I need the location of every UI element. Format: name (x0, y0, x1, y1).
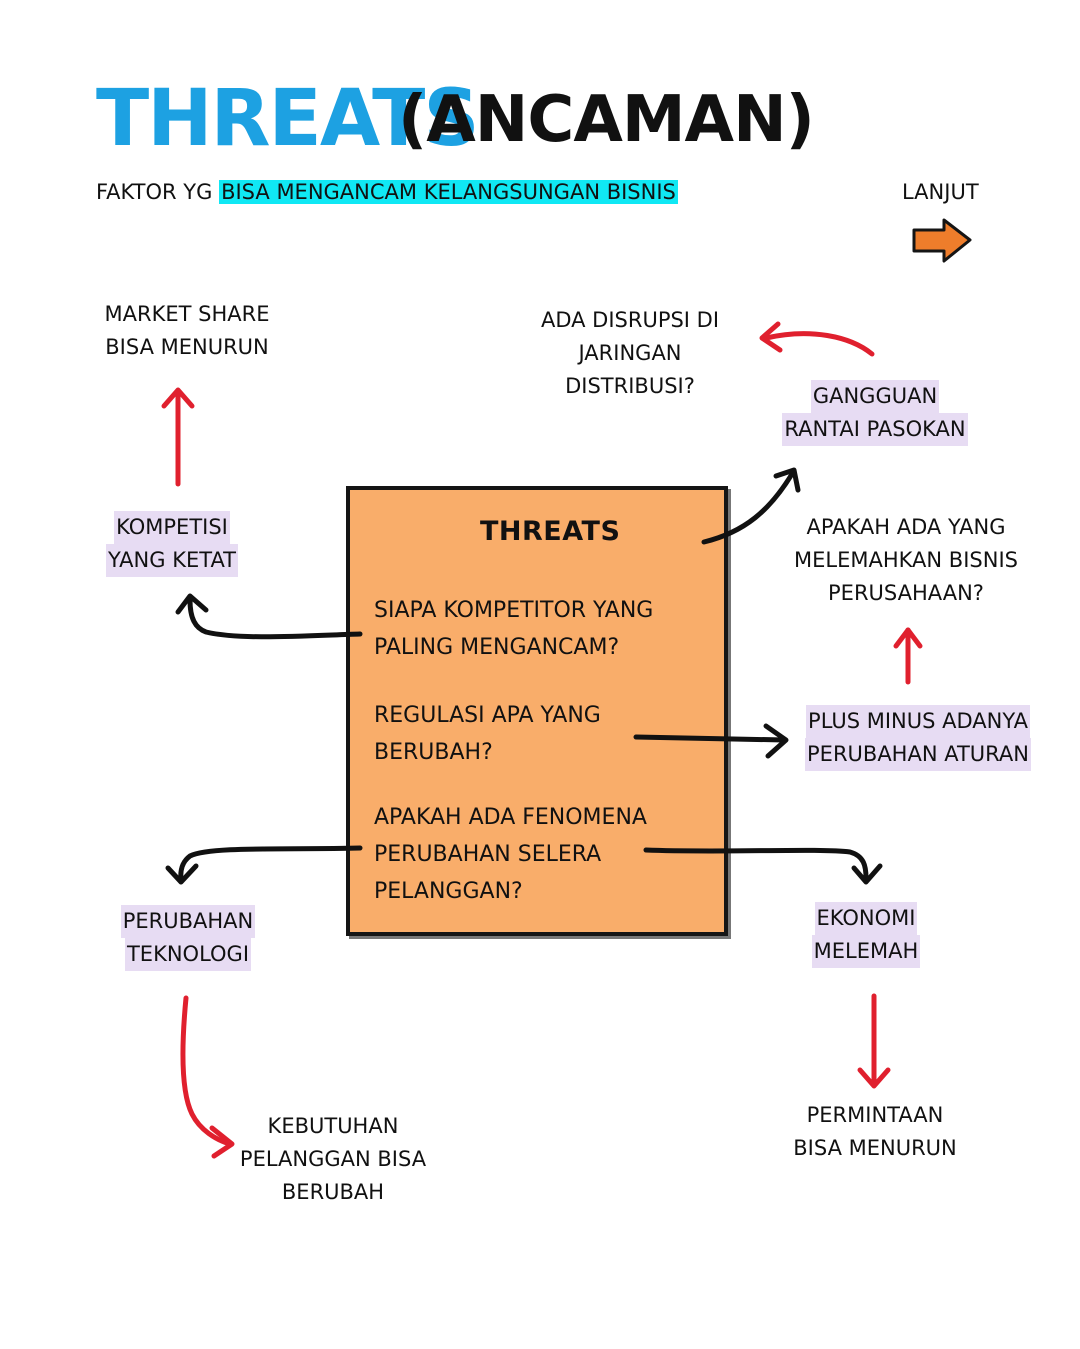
arrow-to-weaken-head (893, 627, 923, 649)
competition-tag-line2: YANG KETAT (105, 544, 239, 577)
page-title: THREATS (96, 74, 480, 164)
arrow-to-technology (178, 845, 363, 883)
red-arrows (161, 321, 923, 1159)
arrow-to-technology-head (165, 863, 199, 885)
competition-tag: KOMPETISI YANG KETAT (96, 511, 248, 577)
subtitle: FAKTOR YG BISA MENGANCAM KELANGSUNGAN BI… (96, 178, 678, 206)
distribution-disruption-label: ADA DISRUPSI DI JARINGAN DISTRIBUSI? (540, 308, 720, 398)
subtitle-prefix: FAKTOR YG (96, 180, 213, 204)
technology-tag-line1: PERUBAHAN (120, 905, 256, 938)
next-label[interactable]: LANJUT (902, 180, 979, 204)
supply-chain-tag: GANGGUAN RANTAI PASOKAN (770, 380, 980, 446)
threats-box-title: THREATS (480, 516, 621, 547)
arrow-to-competition (187, 597, 363, 640)
arrow-to-customer-needs-head (209, 1125, 235, 1159)
question-regulation: REGULASI APA YANG BERUBAH? (374, 703, 601, 765)
arrow-to-supply-chain-head (773, 467, 801, 493)
demand-decline-label: PERMINTAAN BISA MENURUN (793, 1103, 957, 1160)
regulation-tag: PLUS MINUS ADANYA PERUBAHAN ATURAN (800, 705, 1036, 771)
arrow-to-regulation (633, 734, 787, 743)
arrow-to-regulation-head (763, 723, 789, 759)
weaken-business-label: APAKAH ADA YANG MELEMAHKAN BISNIS PERUSA… (794, 515, 1018, 605)
black-arrows (165, 467, 883, 885)
arrow-to-market-share-head (161, 387, 195, 409)
arrow-to-customer-needs (180, 995, 233, 1147)
arrow-to-demand-head (857, 1067, 891, 1089)
question-competitor: SIAPA KOMPETITOR YANG PALING MENGANCAM? (374, 598, 654, 660)
market-share-label: MARKET SHARE BISA MENURUN (104, 302, 270, 359)
regulation-tag-line2: PERUBAHAN ATURAN (805, 738, 1031, 771)
arrow-to-disruption (763, 331, 875, 357)
threats-box (346, 486, 728, 936)
arrow-to-economy (643, 847, 869, 881)
arrow-to-supply-chain (701, 471, 795, 545)
right-arrow-icon[interactable] (910, 216, 976, 266)
arrow-to-disruption-head (759, 321, 783, 353)
arrow-to-economy-head (851, 863, 883, 885)
subtitle-highlight: BISA MENGANCAM KELANGSUNGAN BISNIS (219, 180, 678, 204)
economy-tag-line1: EKONOMI (814, 902, 918, 935)
page-title-translation: (ANCAMAN) (398, 83, 815, 157)
economy-tag: EKONOMI MELEMAH (806, 902, 926, 968)
technology-tag-line2: TEKNOLOGI (124, 938, 252, 971)
regulation-tag-line1: PLUS MINUS ADANYA (806, 705, 1030, 738)
economy-tag-line2: MELEMAH (811, 935, 921, 968)
customer-needs-label: KEBUTUHAN PELANGGAN BISA BERUBAH (239, 1114, 427, 1204)
supply-chain-tag-line1: GANGGUAN (810, 380, 940, 413)
supply-chain-tag-line2: RANTAI PASOKAN (782, 413, 968, 446)
arrow-to-competition-head (175, 593, 209, 615)
technology-tag: PERUBAHAN TEKNOLOGI (110, 905, 266, 971)
competition-tag-line1: KOMPETISI (114, 511, 230, 544)
question-customer-taste: APAKAH ADA FENOMENA PERUBAHAN SELERA PEL… (374, 805, 647, 904)
